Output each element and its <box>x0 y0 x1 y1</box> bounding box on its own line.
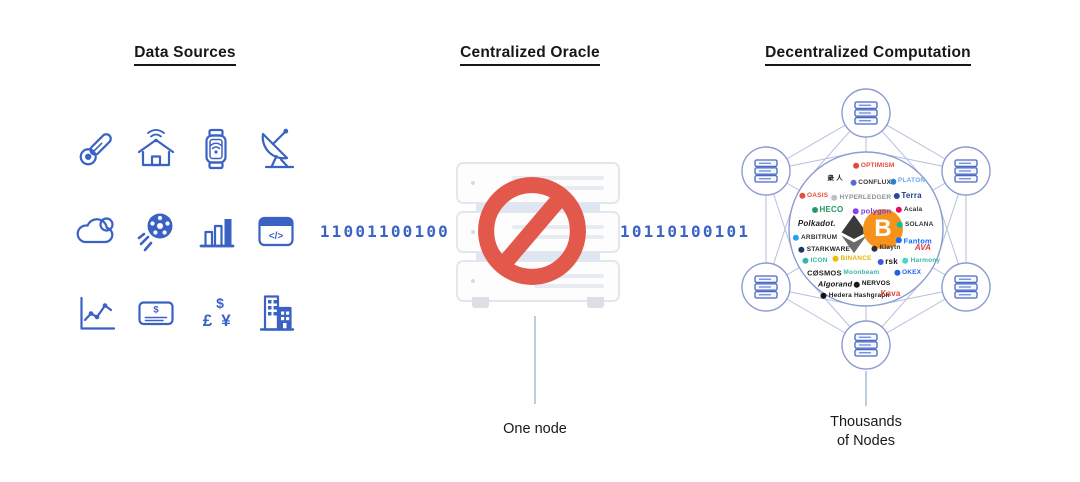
centralized-oracle-header: Centralized Oracle <box>375 44 685 66</box>
logo-polkadot-: Polkadot. <box>797 218 836 228</box>
logo-binance: BINANCE <box>832 255 872 263</box>
logo-fantom: Fantom <box>895 237 932 245</box>
thousands-of-nodes-caption: Thousands of Nodes <box>716 413 1016 451</box>
logo-moonbeam: Moonbeam <box>843 268 880 276</box>
caption-line-1: Thousands <box>830 414 902 430</box>
payment-check-icon: $ <box>138 301 174 326</box>
logo-hyperledger: HYPERLEDGER <box>831 194 892 202</box>
smart-home-icon <box>137 129 175 167</box>
bar-chart-icon <box>199 219 235 248</box>
binary-output-string: 10110100101 <box>620 222 751 241</box>
logo-rsk: rsk <box>877 258 898 266</box>
caption-line-2: of Nodes <box>836 433 896 449</box>
network-nodes <box>741 88 991 370</box>
data-sources-icon-grid: </> $ $ £ ¥ <box>66 118 306 344</box>
logo-icon: ICON <box>802 257 828 264</box>
one-node-caption: One node <box>503 421 567 437</box>
server-foot <box>587 297 604 308</box>
logo-klaytn: Klaytn <box>871 244 900 252</box>
logo-optimism: OPTIMISM <box>852 162 895 170</box>
logo-heco: HECO <box>811 205 844 214</box>
logo-conflux: CONFLUX <box>850 179 891 187</box>
satellite-dish-icon <box>261 128 295 169</box>
logo-harmony: Harmony <box>902 257 941 264</box>
smartwatch-icon <box>205 128 227 170</box>
decentralized-computation-header: Decentralized Computation <box>713 44 1023 66</box>
logo-acala: Acala <box>895 206 922 214</box>
logo-algorand: Algorand <box>817 279 853 289</box>
logo-oasis: OASIS <box>799 192 828 200</box>
dollar-glyph: $ <box>216 295 224 311</box>
logo-ava: AVA <box>914 243 932 253</box>
logo-starkware: STARKWARE <box>798 246 850 254</box>
server-foot <box>472 297 489 308</box>
sports-ball-icon <box>137 213 173 252</box>
logo-terra: Terra <box>893 191 922 200</box>
decentralized-computation-title: Decentralized Computation <box>765 44 971 66</box>
logo-solana: SOLANA <box>896 221 934 229</box>
web-api-code-icon: </> <box>258 216 294 247</box>
weather-cloud-icon <box>76 217 114 244</box>
currency-exchange-icon: $ £ ¥ <box>203 295 232 330</box>
market-chart-icon <box>80 296 116 330</box>
logo-okex: OKEX <box>893 269 921 277</box>
logo-polygon: polygon <box>852 208 892 216</box>
code-glyph: </> <box>269 231 284 242</box>
enterprise-building-icon <box>259 295 295 331</box>
logo-platon: PLATON <box>889 177 925 185</box>
bitcoin-symbol: B <box>874 215 892 242</box>
prohibition-icon <box>478 177 586 285</box>
binary-input-string: 11001100100 <box>319 222 450 241</box>
centralized-oracle-title: Centralized Oracle <box>460 44 600 66</box>
ethereum-icon <box>841 214 867 253</box>
data-sources-title: Data Sources <box>134 44 236 66</box>
logo--: 衆 人 <box>827 174 843 182</box>
logo-kava: Kava <box>880 289 901 299</box>
thermometer-icon <box>79 133 112 166</box>
one-node-connector-line <box>534 316 536 404</box>
data-sources-header: Data Sources <box>30 44 340 66</box>
logo-arbitrum: ARBITRUM <box>793 234 837 242</box>
logo-c-smos: CØSMOS <box>807 268 842 278</box>
pound-glyph: £ <box>203 311 213 330</box>
logo-hedera-hashgraph: Hedera Hashgraph <box>820 292 890 300</box>
check-dollar-glyph: $ <box>153 305 159 316</box>
yen-glyph: ¥ <box>221 311 231 330</box>
logo-nervos: NERVOS <box>853 281 891 288</box>
